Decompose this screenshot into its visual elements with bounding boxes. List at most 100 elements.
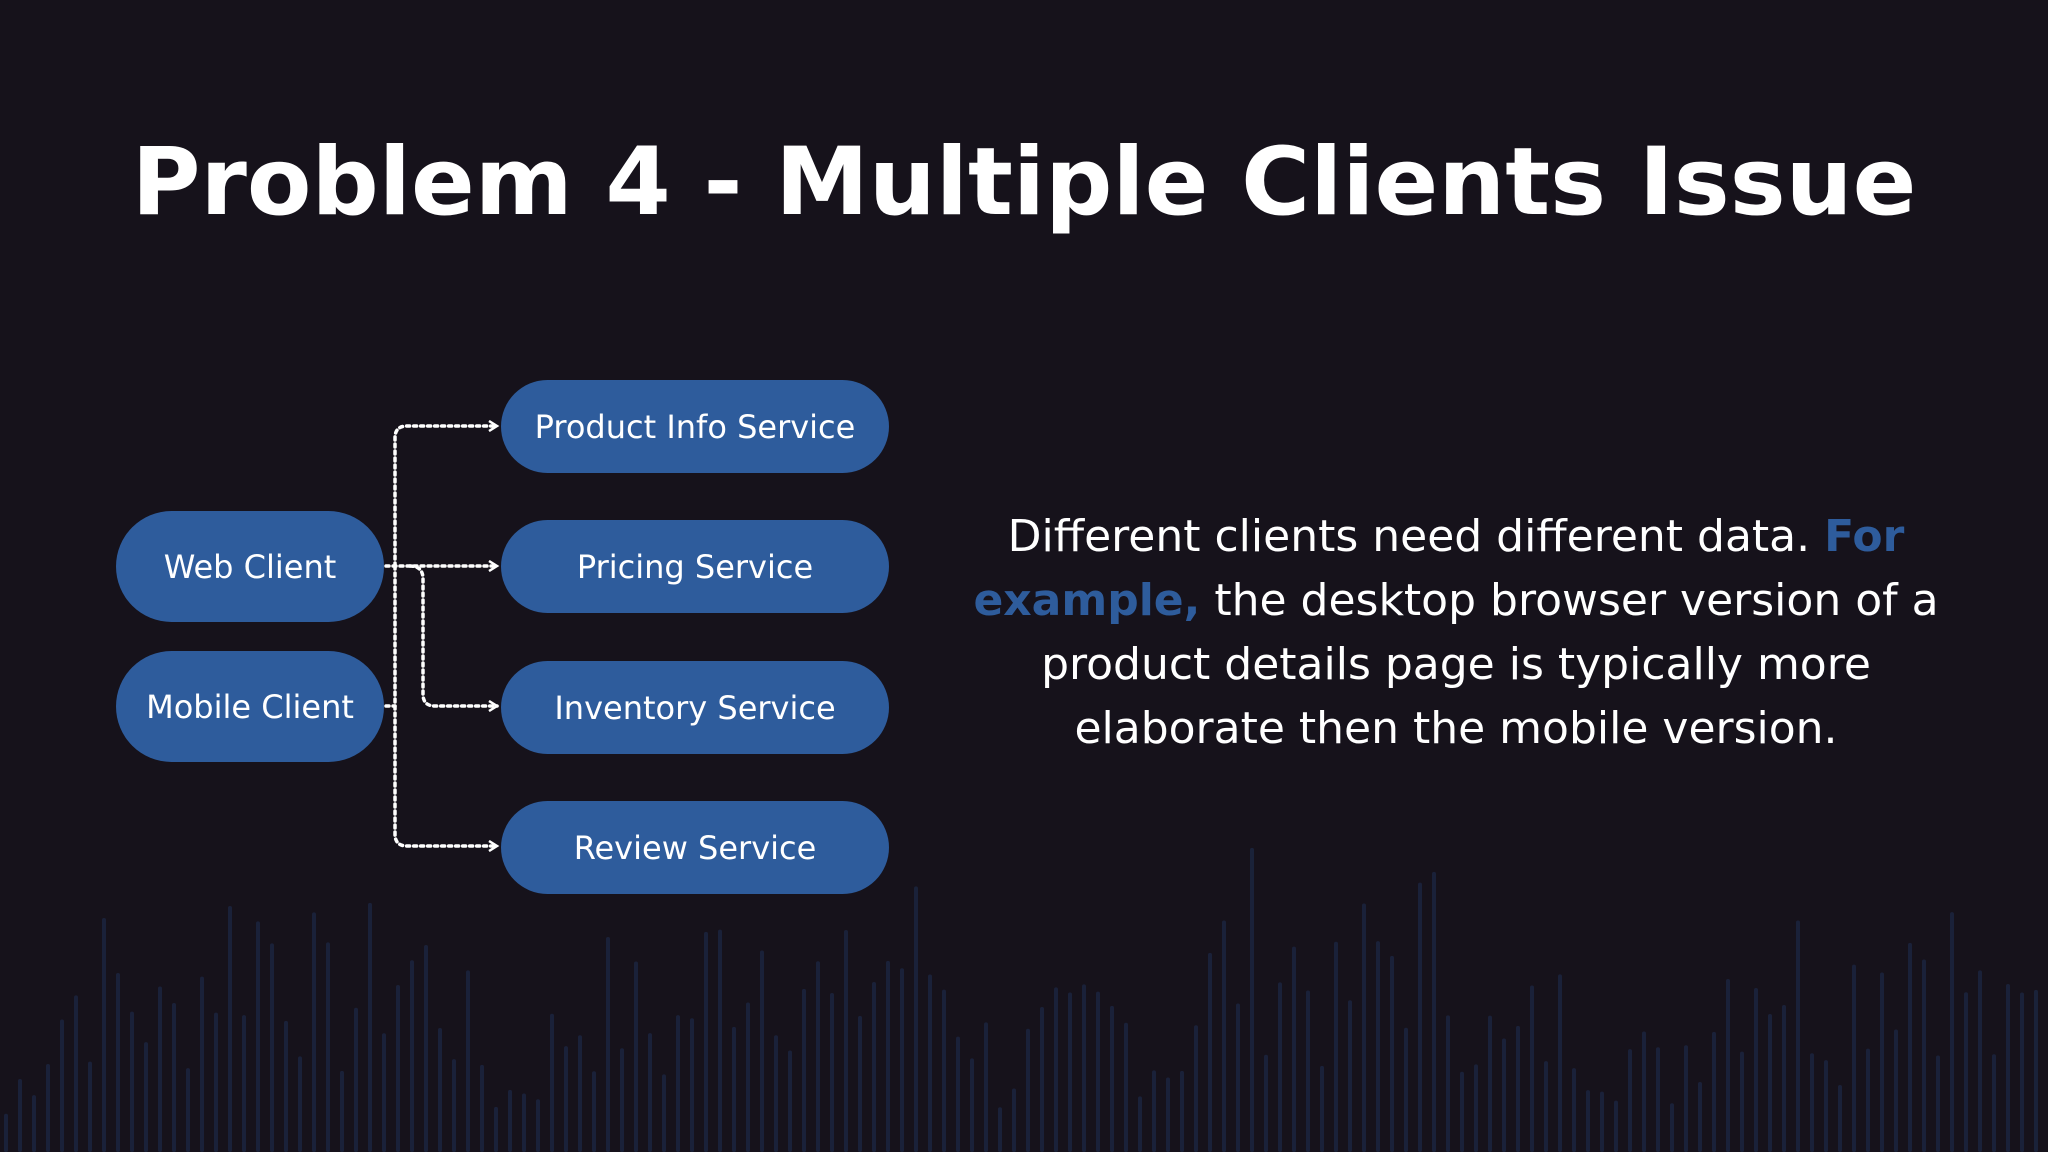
waveform-bar [550,1013,554,1152]
waveform-bar [928,974,932,1152]
waveform-bar [592,1071,596,1152]
waveform-bar [1432,871,1436,1152]
waveform-bar [1628,1049,1632,1152]
waveform-bar [1950,912,1954,1152]
connector-to-review [393,564,497,846]
waveform-bar [1292,946,1296,1152]
waveform-bar [1306,990,1310,1152]
waveform-bar [690,1018,694,1152]
waveform-bar [130,1011,134,1152]
waveform-bar [1488,1015,1492,1152]
waveform-bar [1656,1047,1660,1152]
waveform-bar [774,1035,778,1152]
waveform-bar [1166,1077,1170,1152]
waveform-bar [1054,987,1058,1152]
waveform-bar [382,1033,386,1152]
waveform-bar [1754,988,1758,1152]
waveform-bar [536,1099,540,1152]
waveform-bar [662,1074,666,1152]
waveform-bar [732,1026,736,1152]
waveform-bar [1264,1054,1268,1152]
waveform-bar [1446,1015,1450,1152]
waveform-bar [1726,978,1730,1152]
waveform-bar [564,1046,568,1152]
waveform-bar [1348,1000,1352,1152]
waveform-bar [1866,1048,1870,1152]
waveform-bar [886,960,890,1152]
waveform-bar [1712,1031,1716,1152]
waveform-bar [508,1089,512,1152]
waveform-bar [1362,903,1366,1152]
waveform-bar [312,912,316,1152]
waveform-bar [46,1064,50,1152]
waveform-bar [844,930,848,1152]
waveform-bar [1768,1013,1772,1152]
waveform-bar [116,972,120,1152]
waveform-bar [1026,1028,1030,1152]
waveform-bar [1334,941,1338,1152]
waveform-bar [2006,984,2010,1152]
waveform-bar [620,1048,624,1152]
slide-title: Problem 4 - Multiple Clients Issue [131,128,1917,237]
waveform-bar [858,1015,862,1152]
waveform-bar [1418,882,1422,1152]
waveform-bar [1502,1038,1506,1152]
waveform-bar [718,929,722,1152]
waveform-bar [2020,992,2024,1152]
description-part1: Different clients need different data. [1007,511,1825,562]
waveform-bar [1068,992,1072,1152]
waveform-bar [242,1015,246,1152]
waveform-bar [1124,1022,1128,1152]
waveform-bar [368,902,372,1152]
waveform-bar [802,988,806,1152]
waveform-bar [998,1107,1002,1152]
waveform-bar [1642,1031,1646,1152]
waveform-bar [4,1113,8,1152]
waveform-bar [410,960,414,1152]
waveform-bar [2034,989,2038,1152]
waveform-bar [606,936,610,1152]
waveform-bar [1614,1100,1618,1152]
waveform-bar [1964,992,1968,1152]
waveform-bar [984,1022,988,1152]
waveform-bar [438,1027,442,1152]
waveform-bar [648,1033,652,1152]
review-service-node: Review Service [501,801,889,894]
connector-to-product-info [393,426,497,568]
inventory-service-node: Inventory Service [501,661,889,754]
waveform-bar [634,961,638,1152]
waveform-bar [88,1061,92,1152]
waveform-bar [522,1093,526,1152]
description-text: Different clients need different data. F… [966,505,1946,761]
waveform-bar [1922,959,1926,1152]
pricing-service-node: Pricing Service [501,520,889,613]
waveform-bar [452,1059,456,1152]
waveform-bar [1572,1068,1576,1152]
mobile-client-node: Mobile Client [116,651,384,762]
waveform-bar [1978,970,1982,1152]
web-client-node: Web Client [116,511,384,622]
waveform-bar [1404,1027,1408,1152]
waveform-bar [1838,1085,1842,1152]
waveform-bar [466,970,470,1152]
waveform-bar [1936,1055,1940,1152]
waveform-bar [1530,985,1534,1152]
waveform-bar [1194,1025,1198,1152]
waveform-bar [1824,1060,1828,1152]
waveform-bar [200,976,204,1152]
waveform-bar [214,1012,218,1152]
waveform-bar [396,984,400,1152]
waveform-bar [1852,964,1856,1152]
waveform-bar [1740,1051,1744,1152]
waveform-bar [1320,1065,1324,1152]
waveform-bar [186,1068,190,1152]
waveform-bar [1516,1025,1520,1152]
waveform-bar [1586,1090,1590,1152]
waveform-bar [340,1070,344,1152]
waveform-bar [354,1007,358,1152]
waveform-bar [102,917,106,1152]
waveform-bar [1110,1005,1114,1152]
waveform-bar [872,982,876,1152]
